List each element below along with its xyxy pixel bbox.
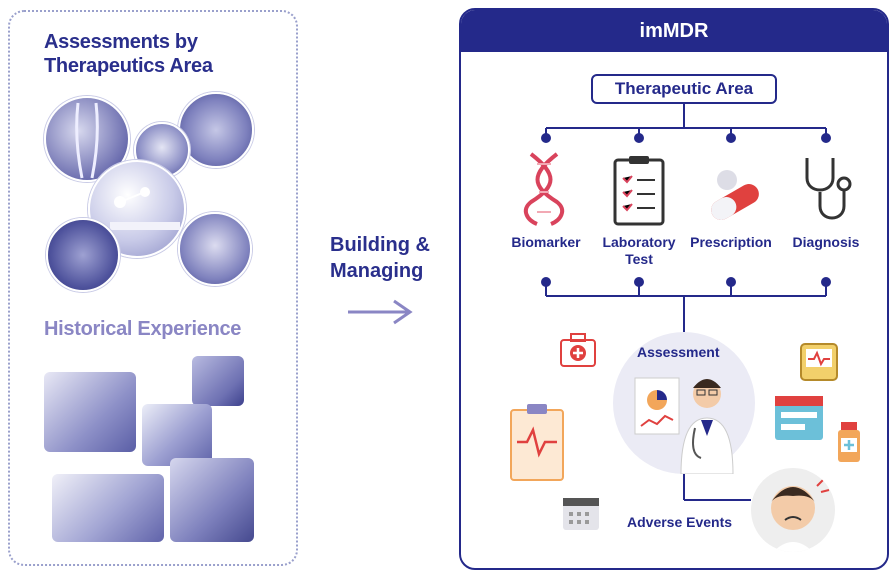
mid-line-1: Building &: [330, 234, 430, 256]
first-aid-kit-icon: [560, 333, 596, 367]
photo-microscope: [192, 356, 244, 406]
doctor-icon: [634, 377, 734, 474]
image-network-circle: [46, 218, 120, 292]
leg-vein-icon: [75, 102, 99, 179]
medicine-bottle-icon: [838, 422, 860, 462]
photo-team: [170, 458, 254, 542]
historical-heading: Historical Experience: [44, 318, 242, 340]
patient-circle: [751, 468, 835, 552]
category-prescription: Prescription: [690, 234, 772, 250]
heading-line-2: Therapeutics Area: [44, 55, 213, 77]
image-organs-circle: [178, 212, 252, 286]
report-screen-icon: [775, 396, 823, 440]
immdr-title: imMDR: [461, 10, 887, 52]
adverse-events-label: Adverse Events: [627, 514, 733, 530]
building-managing-label: Building & Managing: [330, 232, 430, 284]
ecg-clipboard-icon: [510, 404, 564, 481]
dna-icon: [523, 152, 565, 226]
therapeutics-heading: Assessments by Therapeutics Area: [44, 30, 213, 78]
image-molecule-circle: [88, 160, 186, 258]
photo-pipette: [142, 404, 212, 466]
category-diagnosis: Diagnosis: [792, 234, 860, 250]
therapeutic-area-box: Therapeutic Area: [591, 74, 777, 104]
category-laboratory-test: Laboratory Test: [602, 234, 676, 267]
calendar-icon: [563, 498, 599, 530]
assessment-label: Assessment: [637, 344, 720, 360]
category-biomarker: Biomarker: [511, 234, 581, 250]
sick-patient-icon: [771, 479, 830, 552]
clipboard-checklist-icon: [613, 156, 665, 226]
connector-lines: [541, 104, 831, 501]
image-cells-circle: [178, 92, 254, 168]
heart-monitor-icon: [800, 343, 838, 381]
immdr-panel: imMDR Therapeutic Area: [459, 8, 889, 570]
heading-line-1: Assessments by: [44, 31, 198, 53]
mid-line-2: Managing: [330, 260, 424, 282]
molecule-icon: [110, 187, 180, 230]
pill-capsule-icon: [711, 170, 759, 220]
left-panel: [8, 10, 298, 566]
photo-scientist: [52, 474, 164, 542]
photo-lab-researcher: [44, 372, 136, 452]
stethoscope-icon: [805, 158, 852, 220]
right-arrow-icon: [348, 299, 413, 325]
